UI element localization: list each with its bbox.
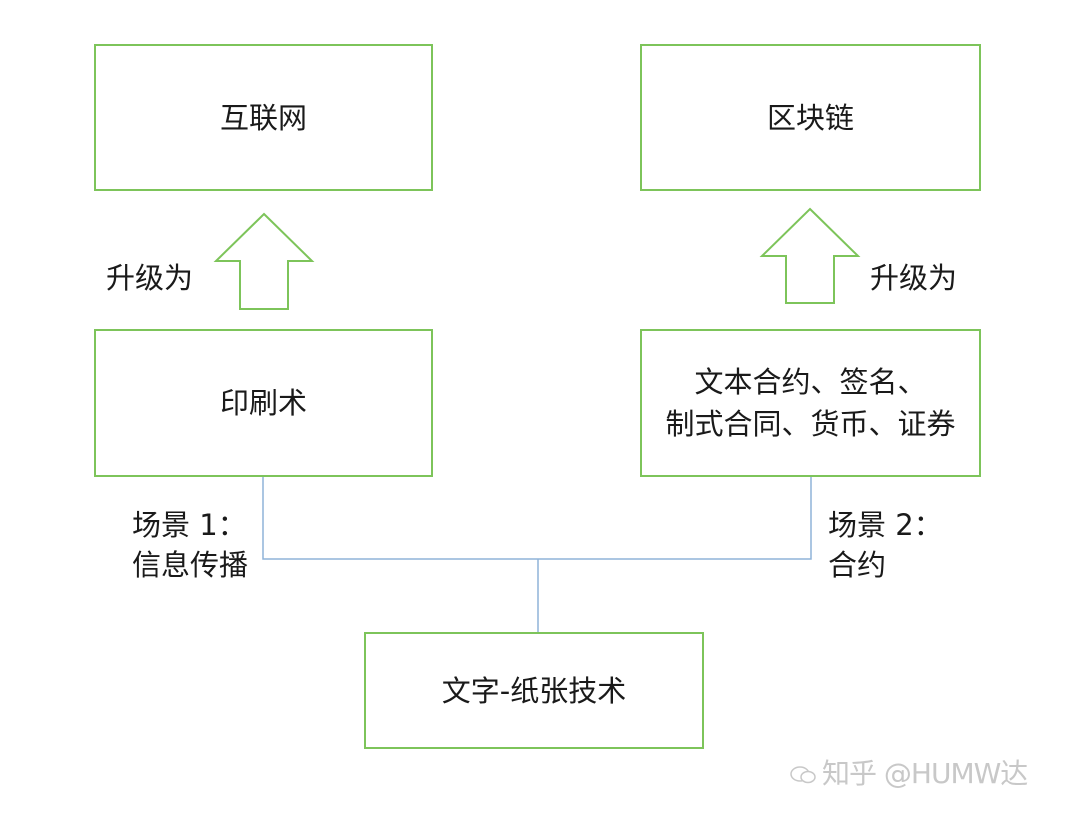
box-printing-label: 印刷术 <box>219 386 307 420</box>
scene1-desc: 信息传播 <box>132 548 249 582</box>
box-contracts: 文本合约、签名、 制式合同、货币、证券 <box>640 329 981 477</box>
box-blockchain-label: 区块链 <box>766 100 854 135</box>
scene2-label: 场景 2： 合约 <box>828 505 943 585</box>
box-internet-label: 互联网 <box>219 100 307 135</box>
connector-tree <box>262 477 812 560</box>
scene2-desc: 合约 <box>828 548 887 582</box>
box-contracts-line-2: 制式合同、货币、证券 <box>665 407 956 441</box>
scene1-title: 场景 1： <box>132 508 247 542</box>
upgrade-label-right: 升级为 <box>870 261 958 295</box>
box-writing-paper: 文字-纸张技术 <box>364 632 704 749</box>
watermark: 知乎 @HUMW达 <box>790 752 1028 792</box>
box-blockchain: 区块链 <box>640 44 981 191</box>
upgrade-arrow-right <box>759 207 861 304</box>
scene1-label: 场景 1： 信息传播 <box>132 505 248 585</box>
box-writing-paper-label: 文字-纸张技术 <box>441 673 627 708</box>
box-printing: 印刷术 <box>94 329 433 477</box>
upgrade-arrow-left <box>213 212 315 310</box>
upgrade-label-left: 升级为 <box>106 261 194 295</box>
box-internet: 互联网 <box>94 44 433 191</box>
wechat-icon <box>790 766 816 784</box>
watermark-text: 知乎 @HUMW达 <box>822 757 1028 790</box>
box-contracts-line-1: 文本合约、签名、 <box>694 365 927 399</box>
scene2-title: 场景 2： <box>828 508 943 542</box>
